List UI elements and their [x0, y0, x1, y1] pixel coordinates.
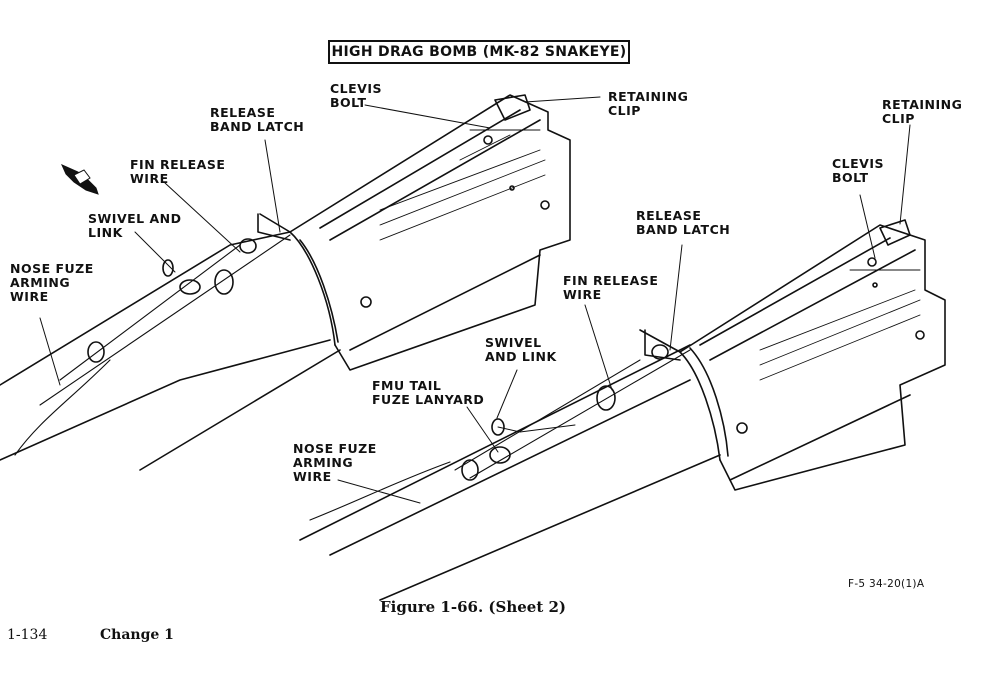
page-number: 1-134	[7, 627, 48, 643]
callout-swivel-and-link-left: SWIVEL AND LINK	[88, 211, 182, 240]
callout-fin-release-wire-right: FIN RELEASE WIRE	[563, 273, 659, 302]
left-leaders	[39, 96, 601, 386]
callout-nose-fuze-arming-wire-right: NOSE FUZE ARMING WIRE	[293, 441, 377, 484]
callout-swivel-and-link-right: SWIVEL AND LINK	[485, 335, 557, 364]
callout-nose-fuze-arming-wire-left: NOSE FUZE ARMING WIRE	[10, 261, 94, 304]
change-notice: Change 1	[100, 627, 174, 643]
callout-retaining-clip-left: RETAINING CLIP	[608, 89, 689, 118]
figure-caption: Figure 1-66. (Sheet 2)	[380, 598, 566, 616]
callout-retaining-clip-right: RETAINING CLIP	[882, 97, 963, 126]
pointing-hand-icon	[61, 164, 99, 195]
left-bomb-body	[0, 94, 571, 471]
callout-release-band-latch-right: RELEASE BAND LATCH	[636, 208, 731, 237]
callout-fmu-tail-fuze-lanyard-right: FMU TAIL FUZE LANYARD	[372, 378, 485, 407]
right-leaders	[337, 124, 911, 504]
callout-clevis-bolt-right: CLEVIS BOLT	[832, 156, 885, 185]
callout-release-band-latch-left: RELEASE BAND LATCH	[210, 105, 305, 134]
figure-title: HIGH DRAG BOMB (MK-82 SNAKEYE)	[328, 40, 630, 64]
figure-code: F-5 34-20(1)A	[848, 578, 925, 590]
callout-clevis-bolt-left: CLEVIS BOLT	[330, 81, 383, 110]
right-bomb-body	[299, 219, 946, 601]
callout-fin-release-wire-left: FIN RELEASE WIRE	[130, 157, 226, 186]
